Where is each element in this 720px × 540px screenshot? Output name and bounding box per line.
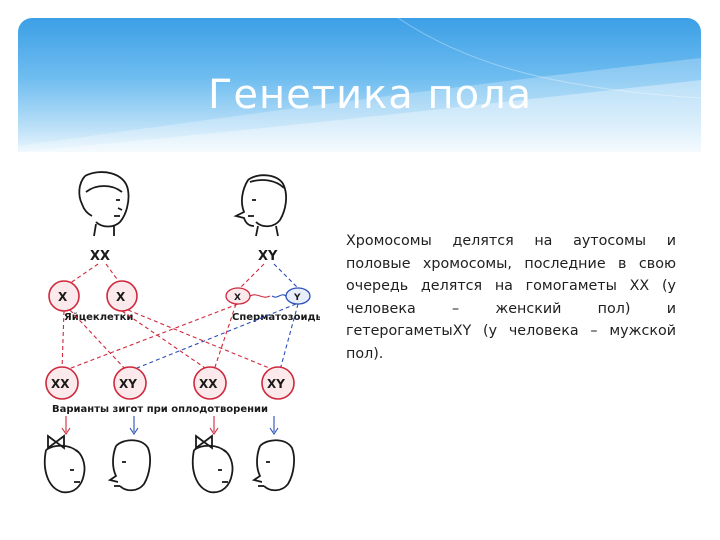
sperm-cell-x: X xyxy=(225,287,271,305)
inheritance-diagram-svg: XX XY X X X xyxy=(43,171,320,494)
zygote-1: XX xyxy=(45,366,79,400)
page-title: Генетика пола xyxy=(208,72,533,118)
zygote-3: XX xyxy=(193,366,227,400)
zygote-3-label: XX xyxy=(199,377,218,391)
development-arrows xyxy=(61,416,279,435)
sperm-cells-label: Сперматозоиды xyxy=(232,312,320,323)
sperm-cell-y: Y xyxy=(271,287,311,305)
egg-cell-2: X xyxy=(106,280,138,312)
body-paragraph: Хромосомы делятся на аутосомы и половые … xyxy=(346,233,676,362)
zygote-4: XY xyxy=(261,366,295,400)
girl-face-icon xyxy=(43,434,86,494)
banner-swoosh-decoration xyxy=(18,18,701,152)
egg-cells-label: Яйцеклетки xyxy=(64,312,133,323)
girl-face-icon xyxy=(191,434,234,494)
title-banner: Генетика пола xyxy=(18,18,701,152)
inheritance-diagram: XX XY X X X xyxy=(30,170,320,500)
sperm-cell-y-label: Y xyxy=(293,293,301,303)
zygotes-label: Варианты зигот при оплодотворении xyxy=(52,404,268,415)
boy-face-icon xyxy=(107,439,151,492)
sperm-cell-x-label: X xyxy=(234,293,241,303)
zygote-4-label: XY xyxy=(267,377,285,391)
zygote-2-label: XY xyxy=(119,377,137,391)
mother-face-icon xyxy=(78,171,130,237)
egg-cell-1-label: X xyxy=(58,290,68,304)
boy-face-icon xyxy=(251,439,295,492)
egg-cell-1: X xyxy=(48,280,80,312)
mother-genotype-label: XX xyxy=(90,249,110,264)
fertilization-lines-red xyxy=(61,303,275,371)
zygote-2: XY xyxy=(113,366,147,400)
father-face-icon xyxy=(233,174,287,237)
father-genotype-label: XY xyxy=(258,249,278,264)
meiosis-lines xyxy=(65,263,265,289)
fertilization-lines-blue xyxy=(131,303,299,371)
zygote-1-label: XX xyxy=(51,377,70,391)
egg-cell-2-label: X xyxy=(116,290,126,304)
